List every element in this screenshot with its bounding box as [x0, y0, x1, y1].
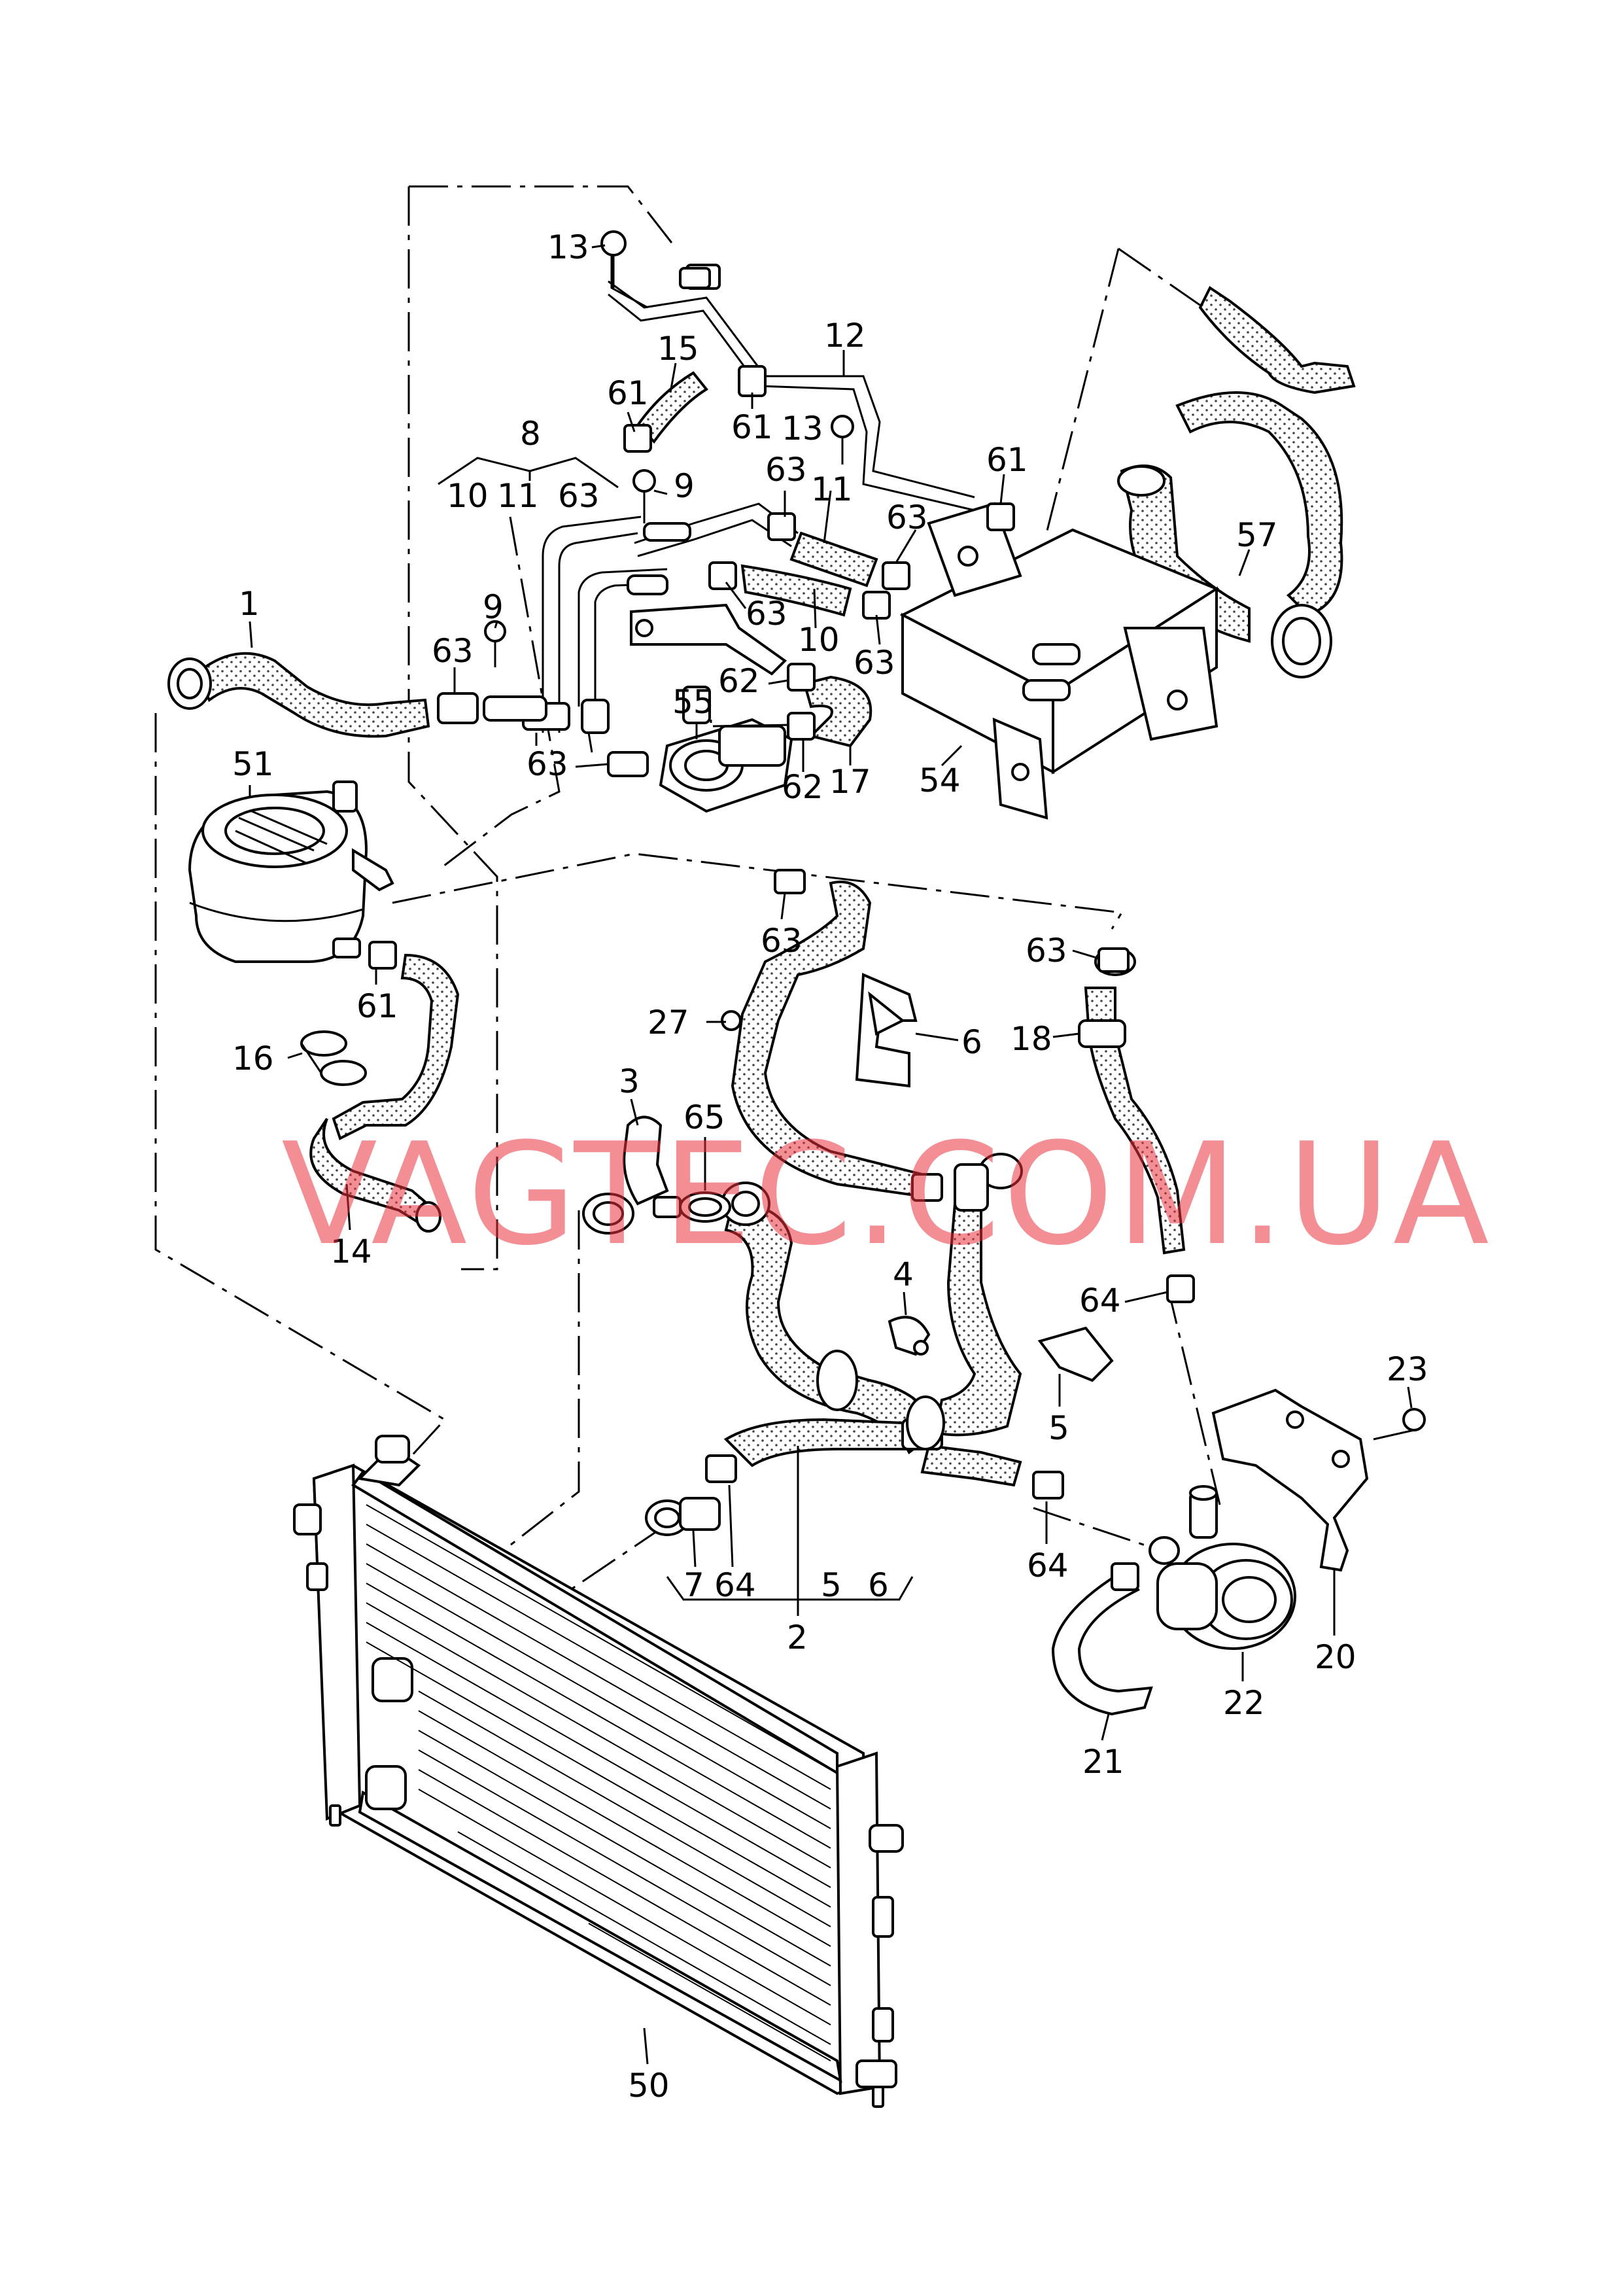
callout-21: 21: [1082, 1743, 1124, 1781]
callout-63: 63: [527, 745, 568, 783]
hose-10: [740, 564, 852, 617]
bracket-20: [1211, 1388, 1369, 1572]
callout-55: 55: [672, 683, 714, 721]
hose-assembly-2: [721, 1153, 1023, 1487]
hose-15: [636, 371, 708, 444]
callout-18: 18: [1011, 1020, 1052, 1058]
connector-3: [582, 1115, 682, 1235]
water-pump-22: [1149, 1485, 1296, 1650]
callout-65: 65: [683, 1098, 725, 1136]
callout-63: 63: [432, 632, 474, 670]
radiator-fins: [366, 1504, 831, 2061]
callout-5: 5: [1048, 1409, 1069, 1447]
callout-9: 9: [674, 467, 695, 505]
clip-5: [1037, 1326, 1114, 1382]
callout-51: 51: [232, 745, 274, 783]
hose-clamps: [368, 267, 1195, 1499]
callout-20: 20: [1315, 1638, 1356, 1676]
clip-4: [888, 1316, 931, 1356]
callout-13: 13: [782, 410, 823, 447]
callout-22: 22: [1223, 1684, 1265, 1722]
callout-11: 11: [811, 470, 853, 508]
watermark-text: VAGTEC.COM.UA: [281, 1112, 1492, 1276]
callout-63: 63: [886, 499, 928, 536]
hose-center-upper: [731, 881, 931, 1199]
callout-1: 1: [239, 585, 260, 623]
callout-14: 14: [330, 1233, 372, 1270]
callout-labels: 13 12 15 61 61 13 61 8 10 11 63 9 63 11 …: [232, 228, 1428, 2105]
callout-6: 6: [961, 1023, 982, 1061]
hose-17: [803, 675, 872, 748]
callout-11: 11: [497, 477, 539, 515]
callout-16: 16: [232, 1040, 274, 1077]
callout-62: 62: [782, 768, 823, 806]
callout-63: 63: [761, 922, 803, 960]
leader-lines: [249, 244, 1413, 2065]
callout-4: 4: [893, 1255, 914, 1293]
coupling-7: [645, 1497, 721, 1536]
hose-14: [309, 953, 460, 1233]
callout-12: 12: [824, 317, 866, 355]
callout-17: 17: [829, 763, 871, 801]
callout-7: 7: [683, 1566, 704, 1604]
callout-61: 61: [356, 987, 398, 1025]
valve-55: [607, 686, 793, 813]
callout-8: 8: [520, 415, 541, 453]
callout-61: 61: [607, 374, 649, 412]
callout-10: 10: [447, 477, 489, 515]
hose-11: [789, 531, 878, 587]
callout-50: 50: [628, 2067, 670, 2105]
callout-9: 9: [483, 588, 504, 626]
hose-1: [167, 652, 547, 738]
expansion-tank-51: [188, 780, 394, 963]
callout-13: 13: [547, 228, 589, 266]
strap-21: [1051, 1562, 1153, 1716]
callout-57: 57: [1236, 516, 1278, 554]
callout-64: 64: [714, 1566, 756, 1604]
callout-62: 62: [718, 662, 760, 700]
callout-63: 63: [765, 451, 807, 489]
callout-63: 63: [854, 644, 895, 682]
callout-23: 23: [1387, 1350, 1428, 1388]
radiator-50: [293, 1435, 904, 2108]
clamp-16: [300, 1030, 367, 1086]
callout-10: 10: [798, 621, 840, 659]
callout-54: 54: [919, 762, 961, 799]
callout-15: 15: [657, 330, 699, 368]
callout-5: 5: [821, 1566, 842, 1604]
callout-63: 63: [558, 477, 600, 515]
callout-2: 2: [787, 1619, 808, 1656]
pipe-bundle-8: [522, 502, 799, 753]
callout-64: 64: [1079, 1282, 1121, 1320]
callout-3: 3: [619, 1062, 640, 1100]
callout-63: 63: [1026, 932, 1067, 970]
callout-63: 63: [746, 595, 787, 633]
clamp-65: [679, 1191, 731, 1223]
callout-61: 61: [731, 408, 773, 446]
callout-64: 64: [1027, 1547, 1069, 1585]
callout-61: 61: [986, 441, 1028, 479]
callout-6: 6: [868, 1566, 889, 1604]
callout-27: 27: [648, 1004, 689, 1042]
